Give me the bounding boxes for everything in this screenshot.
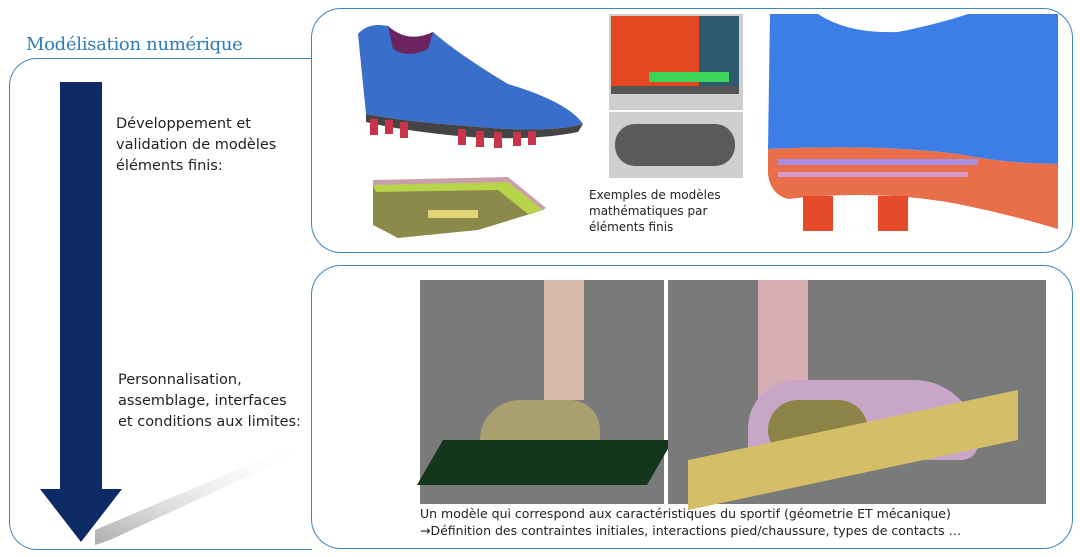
step-1-label: Développement et validation de modèles é…: [116, 114, 296, 177]
slide-title: Modélisation numérique: [26, 34, 243, 55]
boot-heel-mesh-image: [609, 14, 743, 110]
fe-models-caption: Exemples de modèles mathématiques par él…: [589, 188, 721, 234]
step-2-label: Personnalisation, assemblage, interfaces…: [118, 370, 303, 433]
insole-mesh-image: [373, 177, 546, 238]
boot-cross-section-image: [768, 14, 1058, 231]
sole-mesh-image: [609, 112, 743, 178]
caption-line-1: Un modèle qui correspond aux caractérist…: [420, 506, 951, 521]
step-2-text: Personnalisation, assemblage, interfaces…: [118, 372, 301, 430]
foot-in-shoe-simulation-image: [668, 280, 1046, 511]
boot-mesh-image: [358, 25, 583, 148]
arrow-shadow: [95, 445, 305, 545]
personalisation-caption: Un modèle qui correspond aux caractérist…: [420, 505, 961, 539]
down-arrow-icon: [40, 82, 122, 542]
caption-line-2: →Définition des contraintes initiales, i…: [420, 523, 962, 538]
left-frame: [9, 58, 312, 550]
foot-on-turf-simulation-image: [417, 280, 673, 504]
step-1-text: Développement et validation de modèles é…: [116, 116, 277, 174]
